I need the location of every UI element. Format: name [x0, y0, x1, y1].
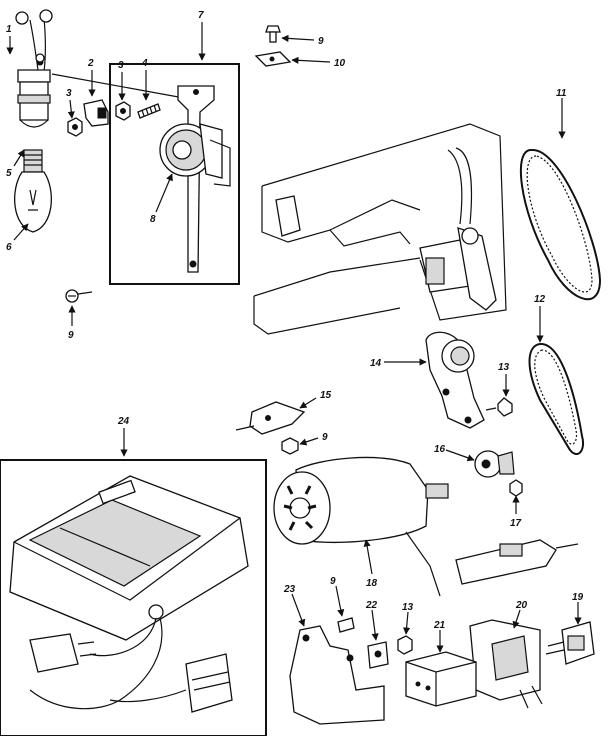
terminal-block-part-21 [405, 651, 477, 707]
label-18: 18 [366, 578, 378, 589]
label-24: 24 [117, 416, 130, 427]
plate-part-10 [254, 51, 292, 67]
belt-part-11 [520, 148, 602, 301]
bracket-part-2 [83, 99, 109, 127]
foot-control-part-24 [9, 475, 249, 713]
label-7: 7 [198, 10, 204, 21]
label-2: 2 [87, 58, 94, 69]
label-11: 11 [556, 88, 567, 99]
label-23: 23 [283, 584, 296, 595]
label-9-middle: 9 [322, 432, 328, 443]
screw-part-13-lower [397, 635, 413, 655]
label-9-left: 9 [68, 330, 74, 341]
bracket-part-15 [235, 401, 306, 435]
screw-part-9-middle [281, 437, 299, 455]
label-19: 19 [572, 592, 584, 603]
clip-part-22 [367, 641, 389, 669]
label-20: 20 [515, 600, 528, 611]
label-8: 8 [150, 214, 156, 225]
screw-part-9-left [65, 289, 93, 303]
screw-part-4 [137, 103, 161, 119]
label-12: 12 [534, 294, 546, 305]
label-13-right: 13 [498, 362, 510, 373]
light-bulb-part-6 [14, 149, 52, 233]
nut-part-3a [67, 117, 83, 137]
light-bracket-part-8 [159, 85, 231, 273]
part-24-box [0, 459, 267, 736]
pulley-bracket-part-14 [425, 331, 485, 429]
screw-part-13-right [485, 397, 513, 417]
label-3a: 3 [66, 88, 72, 99]
label-16: 16 [434, 444, 446, 455]
screw-part-17 [509, 479, 523, 497]
part-7-box [109, 63, 240, 285]
leader-lines [6, 22, 582, 653]
motor-bracket-part-23 [289, 625, 385, 725]
screw-part-9-top [265, 25, 281, 43]
label-1: 1 [6, 24, 12, 35]
label-17: 17 [510, 518, 522, 529]
label-3b: 3 [118, 60, 124, 71]
machine-outline [253, 123, 507, 335]
label-10: 10 [334, 58, 346, 69]
label-13-lower: 13 [402, 602, 414, 613]
label-14: 14 [370, 358, 382, 369]
pulley-part-16 [474, 450, 515, 478]
label-21: 21 [433, 620, 446, 631]
nut-part-3b [115, 101, 131, 121]
label-15: 15 [320, 390, 332, 401]
label-4: 4 [141, 58, 148, 69]
lamp-socket-part-1 [15, 9, 53, 128]
label-9-lower: 9 [330, 576, 336, 587]
switch-part-19 [545, 621, 595, 665]
belt-part-12 [528, 342, 584, 455]
label-22: 22 [365, 600, 378, 611]
part-labels: 1 2 3 4 3 5 6 7 8 9 9 10 11 12 14 13 15 … [6, 10, 584, 631]
label-5: 5 [6, 168, 12, 179]
switch-cover-part-20 [469, 619, 543, 709]
label-6: 6 [6, 242, 12, 253]
screw-part-9-lower [337, 617, 355, 633]
motor-part-18 [273, 456, 579, 597]
label-9-top: 9 [318, 36, 324, 47]
